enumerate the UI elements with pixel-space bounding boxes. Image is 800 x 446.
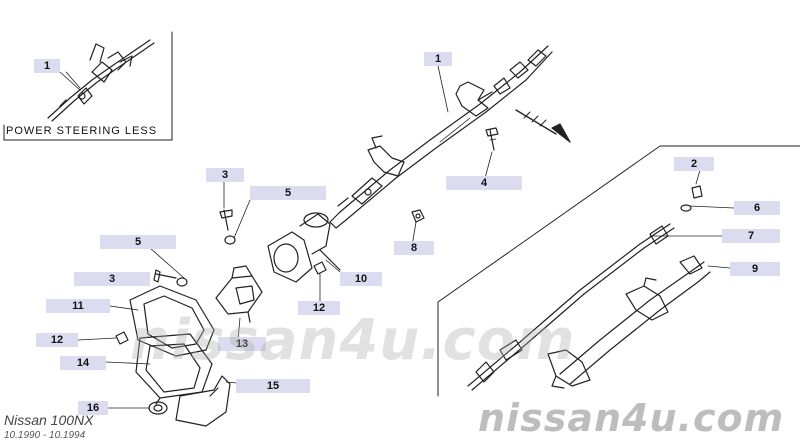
callout-inset-1: 1 bbox=[34, 59, 60, 73]
steering-column-drawing bbox=[329, 45, 553, 229]
inset-label: POWER STEERING LESS bbox=[6, 125, 158, 137]
callout-10: 10 bbox=[340, 272, 382, 286]
callout-4: 4 bbox=[446, 176, 522, 190]
nut-8-drawing bbox=[411, 209, 425, 223]
section-divider bbox=[437, 145, 800, 397]
callout-9: 9 bbox=[730, 262, 780, 276]
bolt-3-upper-drawing bbox=[219, 209, 233, 231]
callout-13: 13 bbox=[218, 337, 266, 351]
callout-3-lower: 3 bbox=[74, 272, 150, 286]
part-15-drawing bbox=[175, 375, 231, 427]
nut-12-lower-drawing bbox=[115, 331, 129, 345]
callout-14: 14 bbox=[60, 356, 106, 370]
callout-7: 7 bbox=[722, 229, 780, 243]
nut-12-upper-drawing bbox=[313, 261, 327, 275]
callout-1: 1 bbox=[424, 52, 452, 66]
callout-5-upper: 5 bbox=[250, 186, 326, 200]
bolt-3-lower-drawing bbox=[153, 269, 177, 283]
watermark-center: nissan4u.com bbox=[130, 308, 576, 373]
part-11-drawing bbox=[129, 285, 215, 357]
bolt-4-drawing bbox=[485, 127, 499, 151]
watermark-corner: nissan4u.com bbox=[478, 396, 785, 440]
washer-5-lower-drawing bbox=[176, 277, 188, 287]
part-9-drawing bbox=[547, 255, 711, 389]
model-years: 10.1990 - 10.1994 bbox=[4, 430, 86, 441]
part-13-drawing bbox=[215, 265, 263, 323]
callout-8: 8 bbox=[394, 241, 434, 255]
inset-column-drawing bbox=[47, 39, 155, 122]
direction-arrow-head bbox=[551, 123, 571, 143]
callout-5-lower: 5 bbox=[100, 235, 176, 249]
direction-arrow bbox=[515, 109, 557, 135]
callout-12-upper: 12 bbox=[298, 301, 340, 315]
callout-16: 16 bbox=[78, 401, 108, 415]
callout-6: 6 bbox=[734, 201, 780, 215]
callout-3-upper: 3 bbox=[206, 168, 244, 182]
washer-5-upper-drawing bbox=[224, 235, 236, 245]
callout-12-lower: 12 bbox=[36, 333, 78, 347]
bolt-2-drawing bbox=[691, 185, 703, 199]
callout-11: 11 bbox=[46, 299, 110, 313]
part-10-drawing bbox=[267, 212, 341, 283]
part-16-drawing bbox=[148, 401, 168, 415]
callout-2: 2 bbox=[674, 157, 714, 171]
washer-6-drawing bbox=[680, 204, 692, 212]
callout-15: 15 bbox=[236, 379, 310, 393]
model-name: Nissan 100NX bbox=[4, 412, 94, 428]
inset-frame bbox=[3, 31, 173, 141]
